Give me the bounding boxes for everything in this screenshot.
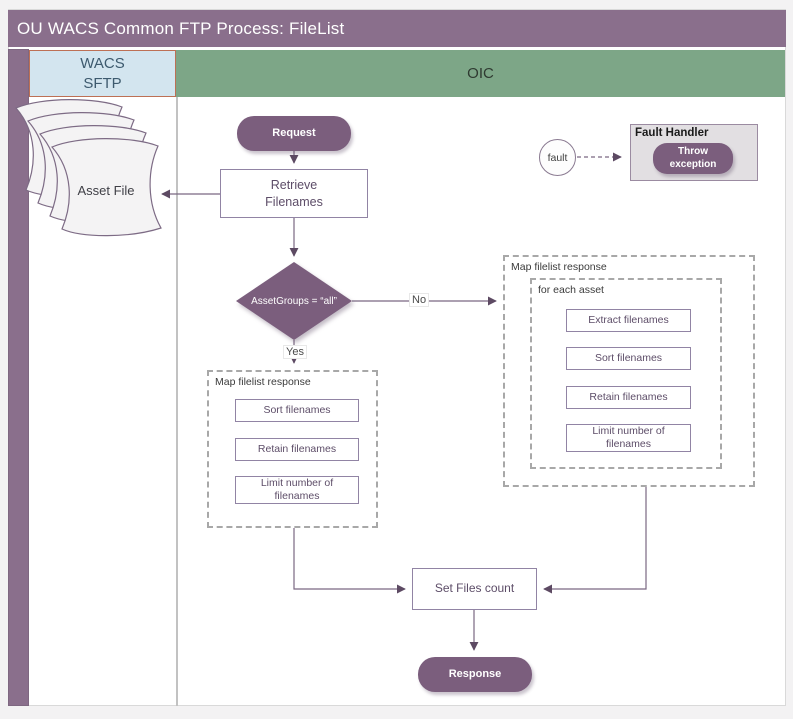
swimlane-strip bbox=[8, 49, 29, 706]
retain-filenames-step: Retain filenames bbox=[566, 386, 691, 409]
for-each-asset-loop-group: for each asset Extract filenames Sort fi… bbox=[530, 278, 722, 469]
retain-filenames-step: Retain filenames bbox=[235, 438, 359, 461]
retrieve-filenames-label: Retrieve Filenames bbox=[265, 178, 323, 209]
asset-file-shape: Asset File bbox=[58, 183, 154, 198]
throw-exception-node: Throw exception bbox=[653, 143, 733, 174]
request-label: Request bbox=[272, 126, 316, 139]
response-label: Response bbox=[448, 667, 502, 680]
request-start-node: Request bbox=[237, 116, 351, 151]
lane-header-oic: OIC bbox=[176, 50, 785, 97]
throw-exception-label: Throw exception bbox=[669, 146, 717, 170]
decision-diamond: AssetGroups = “all” bbox=[236, 262, 352, 340]
lane-header-wacs-sftp: WACS SFTP bbox=[29, 50, 176, 97]
fault-event-node: fault bbox=[539, 139, 576, 176]
lane-divider bbox=[176, 97, 178, 706]
limit-number-step: Limit number of filenames bbox=[235, 476, 359, 504]
assetgroups-decision-node: AssetGroups = “all” bbox=[236, 262, 352, 340]
sort-filenames-step: Sort filenames bbox=[566, 347, 691, 370]
sort-filenames-step: Sort filenames bbox=[235, 399, 359, 422]
set-files-count-label: Set Files count bbox=[434, 581, 515, 596]
fault-handler-group: Fault Handler Throw exception bbox=[630, 124, 758, 181]
lane-header-wacs-sftp-label: WACS SFTP bbox=[80, 55, 125, 92]
for-each-asset-title: for each asset bbox=[538, 284, 604, 296]
asset-file-label: Asset File bbox=[77, 183, 135, 198]
fault-label: fault bbox=[547, 151, 568, 164]
map-filelist-response-right-group: Map filelist response for each asset Ext… bbox=[503, 255, 755, 487]
map-right-title: Map filelist response bbox=[511, 261, 607, 273]
edge-label-yes: Yes bbox=[283, 345, 307, 359]
map-filelist-response-left-group: Map filelist response Sort filenames Ret… bbox=[207, 370, 378, 528]
extract-filenames-step: Extract filenames bbox=[566, 309, 691, 332]
set-files-count-node: Set Files count bbox=[412, 568, 537, 610]
response-end-node: Response bbox=[418, 657, 532, 692]
lane-header-oic-label: OIC bbox=[467, 65, 494, 82]
edge-label-no: No bbox=[409, 293, 430, 307]
map-left-title: Map filelist response bbox=[215, 376, 311, 388]
diagram-title: OU WACS Common FTP Process: FileList bbox=[17, 18, 345, 38]
diagram-title-bar: OU WACS Common FTP Process: FileList bbox=[8, 10, 786, 47]
fault-handler-title: Fault Handler bbox=[635, 127, 709, 139]
decision-label: AssetGroups = “all” bbox=[251, 295, 337, 307]
limit-number-step: Limit number of filenames bbox=[566, 424, 691, 452]
retrieve-filenames-node: Retrieve Filenames bbox=[220, 169, 368, 218]
